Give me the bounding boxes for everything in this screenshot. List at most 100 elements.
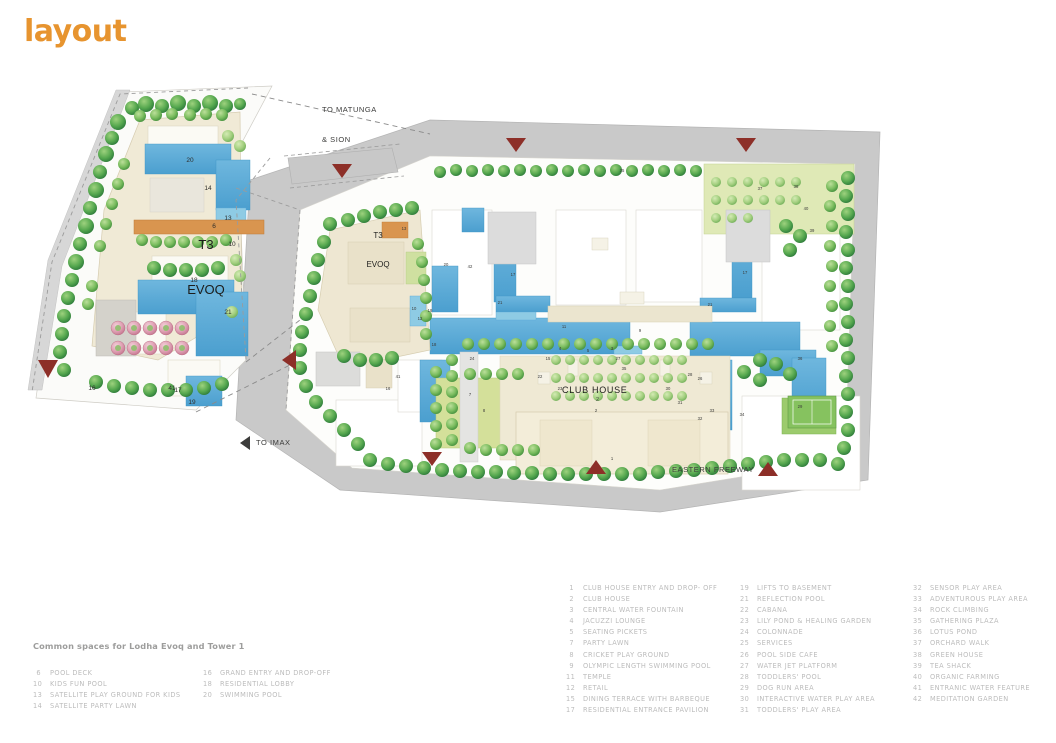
legend-item-label: RESIDENTIAL ENTRANCE PAVILION	[583, 706, 709, 715]
plan-number-callout: 18	[190, 277, 198, 284]
plan-number-callout: 3	[611, 346, 614, 351]
plan-boundary-dashes	[31, 87, 301, 411]
legend-item-label: SEATING PICKETS	[583, 628, 648, 637]
plan-number-callout: 15	[546, 356, 551, 361]
plan-number-callout: 39	[810, 228, 815, 233]
legend-item-label: LIFTS TO BASEMENT	[757, 584, 832, 592]
legend-item-label: MEDITATION GARDEN	[930, 694, 1009, 703]
legend-item-label: GREEN HOUSE	[930, 650, 984, 659]
plan-number-callout: 20	[186, 157, 194, 164]
legend-item-number: 19	[740, 584, 750, 592]
legend-item-number: 3	[569, 606, 574, 615]
legend-item-label: SWIMMING POOL	[220, 691, 282, 700]
plan-number-callout: 13	[224, 215, 232, 222]
plan-number-callout: 13	[402, 226, 407, 231]
legend-item: 28 TODDLERS' POOL	[740, 672, 875, 683]
plan-number-callout: 9	[639, 328, 642, 333]
legend-item-label: DINING TERRACE WITH BARBEQUE	[583, 694, 711, 703]
legend-item: 10 KIDS FUN POOL	[33, 679, 181, 690]
legend-item-number: 24	[740, 628, 750, 637]
legend-item-number: 21	[740, 595, 750, 604]
legend-item: 6 POOL DECK	[33, 668, 181, 679]
legend-item-number: 29	[740, 683, 750, 692]
plan-number-callout: 42	[468, 264, 473, 269]
plan-number-callout: 41	[396, 374, 401, 379]
legend-item-number: 12	[566, 683, 576, 692]
plan-number-callout: 1	[611, 456, 614, 461]
legend-item-number: 1	[569, 584, 574, 592]
legend-item-number: 28	[740, 672, 750, 681]
plan-number-callout: 10	[228, 241, 236, 248]
legend-item-label: OLYMPIC LENGTH SWIMMING POOL	[583, 661, 711, 670]
legend-item: 4 JACUZZI LOUNGE	[566, 616, 717, 627]
plan-number-callout: 37	[758, 186, 763, 191]
legend-item-label: TODDLERS' POOL	[757, 672, 822, 681]
plan-number-callout: 16	[386, 386, 391, 391]
plan-number-callout: 12	[418, 316, 423, 321]
legend-item-label: KIDS FUN POOL	[50, 680, 108, 689]
legend-item-label: RESIDENTIAL LOBBY	[220, 680, 295, 689]
legend-item-label: SENSOR PLAY AREA	[930, 584, 1003, 592]
plan-number-callout: 7	[469, 392, 472, 397]
legend-item-label: CLUB HOUSE	[583, 595, 631, 604]
legend-item-number: 30	[740, 694, 750, 703]
plan-number-callout: 32	[698, 416, 703, 421]
plan-number-callout: 20	[444, 262, 449, 267]
sports-court	[787, 395, 837, 429]
site-plan-drawing: 1420136101821164117192517172121112489323…	[27, 85, 881, 513]
inset-connector-lines	[195, 93, 431, 413]
plan-number-callout: 25	[620, 168, 625, 173]
legend-item: 14 SATELLITE PARTY LAWN	[33, 701, 181, 712]
legend-item-number: 37	[913, 639, 923, 648]
legend-item-number: 25	[740, 639, 750, 648]
common-spaces-column-b: 16 GRAND ENTRY AND DROP-OFF 18 RESIDENTI…	[203, 668, 331, 701]
inset-pool-deck	[133, 219, 265, 235]
plan-number-callout: 26	[698, 376, 703, 381]
plan-number-callout: 19	[428, 308, 433, 313]
plan-number-callout: 11	[562, 324, 567, 329]
common-spaces-column-a: 6 POOL DECK 10 KIDS FUN POOL 13 SATELLIT…	[33, 668, 181, 712]
legend-item-number: 20	[203, 691, 213, 700]
legend-item-number: 26	[740, 650, 750, 659]
legend-item-label: TEMPLE	[583, 672, 612, 681]
legend-item-number: 34	[913, 606, 923, 615]
legend-item-label: GRAND ENTRY AND DROP-OFF	[220, 669, 331, 677]
legend-item: 19 LIFTS TO BASEMENT	[740, 583, 875, 594]
plan-number-callout: 22	[538, 374, 543, 379]
legend-item-number: 18	[203, 680, 213, 689]
legend-item-label: CRICKET PLAY GROUND	[583, 650, 670, 659]
plan-number-callout: 30	[666, 386, 671, 391]
legend-item-label: JACUZZI LOUNGE	[583, 617, 646, 626]
plan-number-callout: 27	[616, 356, 621, 361]
legend-item-label: GATHERING PLAZA	[930, 617, 1000, 626]
to-imax-arrow-icon	[240, 436, 250, 450]
plan-number-callout: 2	[595, 408, 598, 413]
legend-item-label: TEA SHACK	[930, 661, 972, 670]
legend-item-label: TODDLERS' PLAY AREA	[757, 706, 842, 715]
legend-item-label: SATELLITE PARTY LAWN	[50, 702, 137, 711]
plan-number-callout: 31	[678, 400, 683, 405]
legend-item-number: 13	[33, 691, 43, 700]
legend-item: 18 RESIDENTIAL LOBBY	[203, 679, 331, 690]
legend-item-number: 4	[569, 617, 574, 626]
legend-item-number: 17	[566, 706, 576, 715]
legend-item-label: LOTUS POND	[930, 628, 978, 637]
